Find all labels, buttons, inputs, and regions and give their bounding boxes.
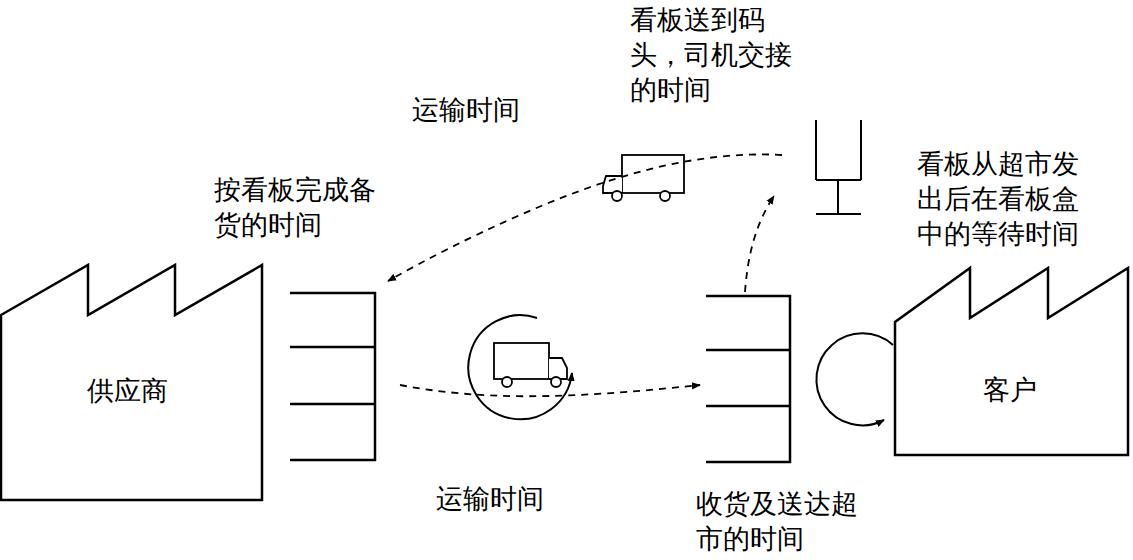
cycle-arrow	[468, 315, 572, 419]
time-note: 看板从超市发出后在看板盒中的等待时间	[917, 146, 1099, 251]
time-note: 看板送到码头，司机交接的时间	[630, 2, 806, 107]
kanban-flow	[388, 154, 782, 281]
factory-node: 供应商	[0, 262, 264, 502]
cycle-arrow	[816, 333, 893, 425]
time-note: 收货及送达超市的时间	[696, 486, 878, 556]
factory-outline	[894, 264, 1130, 457]
factory-name: 供应商	[87, 377, 168, 404]
factory-shape	[1, 265, 262, 500]
factory-shape	[895, 268, 1128, 455]
factory-name: 客户	[983, 376, 1037, 403]
time-note: 按看板完成备货的时间	[214, 172, 394, 242]
kanban-post	[816, 120, 861, 214]
factory-node: 客户	[894, 264, 1130, 457]
kanban-flow	[745, 196, 774, 292]
material-flow	[400, 385, 700, 396]
time-note: 运输时间	[436, 481, 576, 516]
time-note: 运输时间	[412, 92, 552, 127]
supermarket-rack	[706, 295, 791, 463]
truck-icon	[494, 343, 567, 387]
supermarket-rack	[290, 292, 376, 461]
